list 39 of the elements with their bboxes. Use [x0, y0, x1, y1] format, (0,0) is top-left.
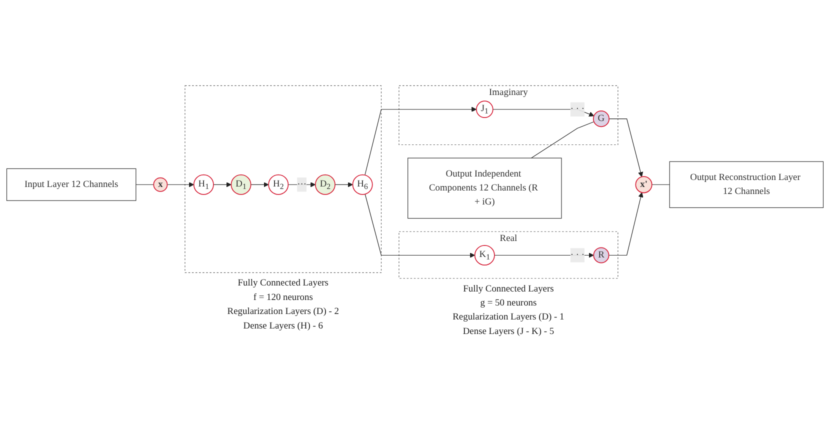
node-circle: G	[592, 110, 610, 127]
group-caption: Regularization Layers (D) - 2	[227, 306, 339, 317]
connector	[136, 184, 154, 185]
cluster	[184, 85, 382, 273]
arrow	[608, 118, 644, 177]
node-box: Output Independent Components 12 Channels (R + iG)	[408, 157, 562, 218]
node-circle: K$_{1}$	[474, 244, 495, 266]
arrow	[364, 194, 476, 258]
node-circle: D$_{2}$	[314, 174, 336, 195]
edge-label: · · ·	[570, 250, 585, 260]
node-circle: R	[593, 246, 610, 263]
group-caption: Regularization Layers (D) - 1	[452, 312, 564, 322]
connector	[531, 121, 594, 158]
arrow	[492, 108, 594, 116]
arrow	[250, 182, 269, 187]
group-caption: g = 50 neurons	[480, 298, 537, 308]
node-circle: H$_{1}$	[193, 174, 214, 195]
edge-label: · · ·	[570, 104, 585, 114]
node-box: Input Layer 12 Channels	[6, 168, 136, 201]
node-box: Output Reconstruction Layer 12 Channels	[669, 160, 824, 208]
connector	[652, 184, 670, 185]
group-caption: Fully Connected Layers	[463, 284, 554, 294]
arrow	[364, 106, 477, 176]
group-caption: Dense Layers (J - K) - 5	[462, 326, 554, 337]
node-circle: x'	[635, 176, 652, 193]
node-circle: J$_{1}$	[476, 100, 494, 118]
arrow	[213, 182, 232, 187]
arrow	[494, 252, 594, 258]
arrow	[608, 192, 644, 256]
group-caption: Dense Layers (H) - 6	[243, 320, 323, 331]
arrow	[334, 182, 353, 187]
group-caption: Fully Connected Layers	[238, 278, 328, 288]
node-circle: D$_{1}$	[230, 174, 252, 195]
node-circle: H$_{2}$	[268, 174, 289, 195]
arrow	[166, 182, 194, 187]
group-caption: f = 120 neurons	[253, 292, 313, 303]
node-circle: x	[153, 177, 168, 192]
edge-label: ···	[297, 178, 307, 190]
node-circle: H$_{6}$	[352, 174, 373, 195]
